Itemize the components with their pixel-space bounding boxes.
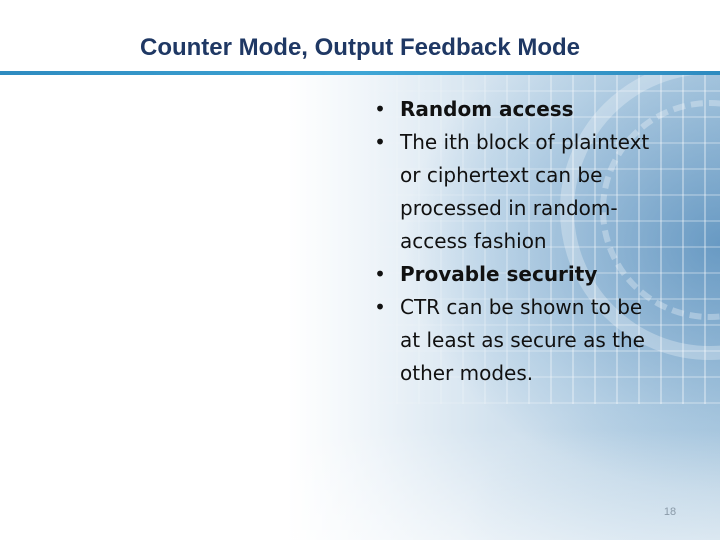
bullet-marker: • [374, 130, 386, 154]
bullet-item-ctr-secure: • CTR can be shown to be at least as sec… [368, 291, 668, 390]
bullet-item-ith-block: • The ith block of plaintext or cipherte… [368, 126, 668, 258]
bullet-marker: • [374, 97, 386, 121]
bullet-text: Random access [400, 97, 574, 121]
bullet-item-random-access: • Random access [368, 93, 668, 126]
bullet-marker: • [374, 262, 386, 286]
bullet-text: CTR can be shown to be at least as secur… [400, 295, 645, 385]
bullet-text: The ith block of plaintext or ciphertext… [400, 130, 650, 253]
background-fade [0, 430, 720, 540]
page-number: 18 [663, 506, 677, 518]
bullet-text: Provable security [400, 262, 598, 286]
title-underline-rule [0, 71, 720, 75]
bullet-list: • Random access • The ith block of plain… [368, 93, 668, 390]
slide-title: Counter Mode, Output Feedback Mode [139, 34, 580, 61]
bullet-item-provable-security: • Provable security [368, 258, 668, 291]
bullet-marker: • [374, 295, 386, 319]
